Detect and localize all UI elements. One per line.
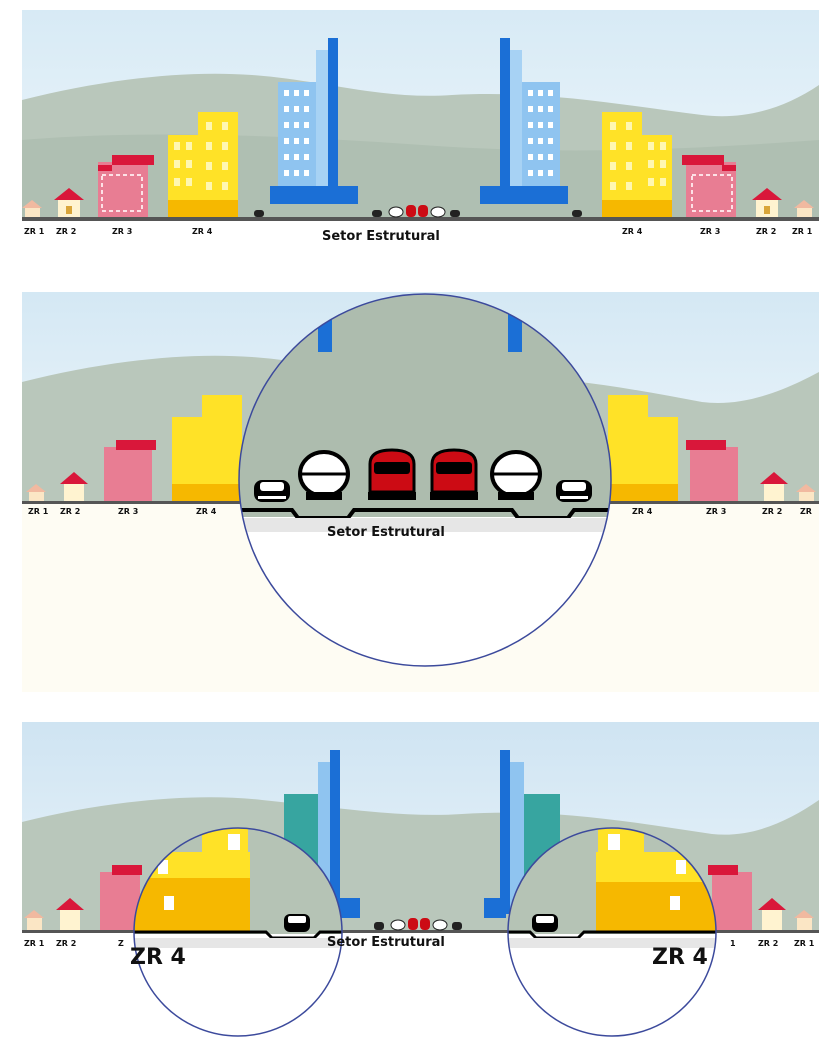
sector-label: Setor Estrutural bbox=[322, 229, 440, 244]
zoom-label-zr4-left: ZR 4 bbox=[130, 945, 186, 970]
sector-label: Setor Estrutural bbox=[327, 525, 445, 540]
car-left bbox=[254, 480, 290, 502]
zone-label-1-right: 1 bbox=[730, 939, 736, 948]
zoom-label-zr4-right: ZR 4 bbox=[652, 945, 708, 970]
car-right bbox=[532, 914, 558, 932]
car-right bbox=[556, 480, 592, 502]
zone-label-zr2-left: ZR 2 bbox=[56, 939, 76, 948]
zone-label-zr4-left: ZR 4 bbox=[192, 227, 213, 236]
zone-label-zr2-left: ZR 2 bbox=[60, 507, 80, 516]
zone-label-zr3-left: ZR 3 bbox=[118, 507, 138, 516]
zone-label-zr2-right: ZR 2 bbox=[758, 939, 778, 948]
building-zr3-right bbox=[682, 155, 736, 218]
zone-label-zr2-right: ZR 2 bbox=[762, 507, 782, 516]
zone-label-zr4-right: ZR 4 bbox=[632, 507, 653, 516]
building-zr3-left bbox=[104, 440, 156, 502]
panel-zoom-sector: Setor Estrutural ZR 1 ZR 2 ZR 3 ZR 4 ZR … bbox=[22, 292, 819, 692]
zone-label-zr1-left: ZR 1 bbox=[28, 507, 49, 516]
zone-label-zr3-left: ZR 3 bbox=[112, 227, 132, 236]
building-zr3-right bbox=[686, 440, 738, 502]
car-left bbox=[284, 914, 310, 932]
zone-label-zr4-left: ZR 4 bbox=[196, 507, 217, 516]
zone-label-zr4-right: ZR 4 bbox=[622, 227, 643, 236]
zone-label-zr3-right: ZR 3 bbox=[700, 227, 720, 236]
zone-label-zr1-right: ZR 1 bbox=[794, 939, 815, 948]
zone-label-zr3-right: ZR 3 bbox=[706, 507, 726, 516]
zone-label-zr2-left: ZR 2 bbox=[56, 227, 76, 236]
panel-overview: ZR 1 ZR 2 ZR 3 ZR 4 ZR 4 ZR 3 ZR 2 ZR 1 … bbox=[22, 10, 819, 246]
road bbox=[22, 217, 819, 221]
zone-label-zr2-right: ZR 2 bbox=[756, 227, 776, 236]
panel-zoom-zr4: ZR 4 ZR 4 Setor Estrutural ZR 1 ZR 2 Z 1 bbox=[22, 722, 819, 1064]
building-zr3-left bbox=[98, 155, 154, 218]
zone-label-zr1-right: ZR 1 bbox=[792, 227, 813, 236]
bus-red-left bbox=[368, 450, 416, 500]
bus-red-right bbox=[430, 450, 478, 500]
zone-label-zr-right: ZR bbox=[800, 507, 812, 516]
zone-label-z-left: Z bbox=[118, 939, 124, 948]
zone-label-zr1-left: ZR 1 bbox=[24, 227, 45, 236]
sector-label: Setor Estrutural bbox=[327, 935, 445, 950]
bus-white-left bbox=[300, 452, 348, 500]
zone-label-zr1-left: ZR 1 bbox=[24, 939, 45, 948]
zoom-circle-sector: Setor Estrutural bbox=[237, 292, 617, 692]
bus-white-right bbox=[492, 452, 540, 500]
